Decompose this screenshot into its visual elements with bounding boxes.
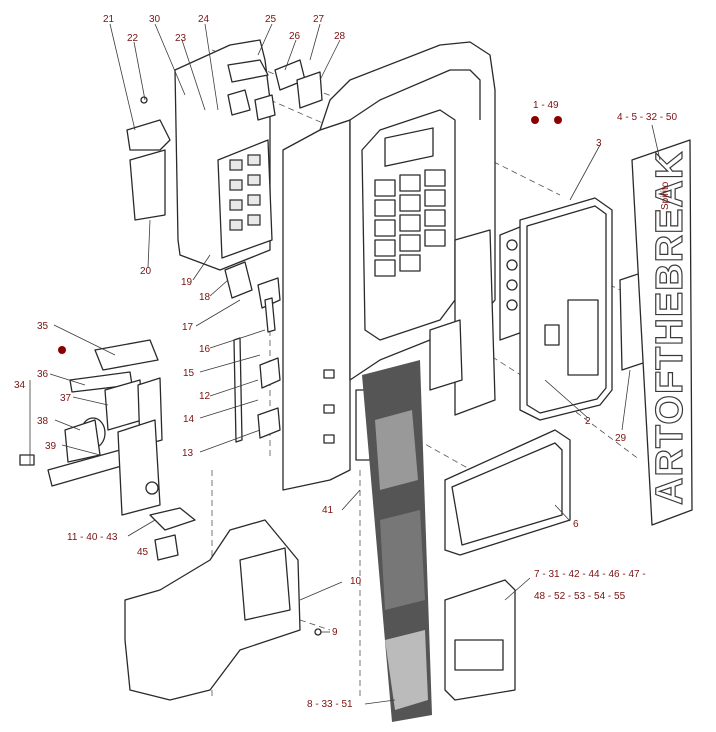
callout-25: 25 (265, 14, 277, 25)
control-board-frame (126, 39, 323, 271)
callout-labels: 21 22 30 23 24 25 26 27 28 1 - 49 3 4 - … (14, 14, 677, 710)
callout-12: 12 (199, 391, 211, 402)
lever-assembly (224, 261, 281, 333)
brand-text: ARTOFTHEBREAK (649, 151, 691, 505)
callout-13: 13 (182, 448, 194, 459)
callout-27: 27 (313, 14, 325, 25)
callout-7-47: 7 - 31 - 42 - 44 - 46 - 47 - (534, 569, 646, 580)
callout-36: 36 (37, 369, 49, 380)
leader-lines (29, 23, 661, 705)
callout-22: 22 (127, 33, 139, 44)
callout-45: 45 (137, 547, 149, 558)
callout-29: 29 (615, 433, 627, 444)
brand-side-panel: ARTOFTHEBREAK Spirito (631, 139, 693, 526)
selection-buttons (374, 169, 446, 277)
callout-10: 10 (350, 576, 362, 587)
callout-41: 41 (322, 505, 334, 516)
callout-2: 2 (585, 416, 591, 427)
callout-19: 19 (181, 277, 193, 288)
coin-mech-assembly (19, 339, 163, 516)
callout-28: 28 (334, 31, 346, 42)
callout-39: 39 (45, 441, 57, 452)
bullets (58, 116, 562, 354)
callout-11-40-43: 11 - 40 - 43 (67, 532, 118, 543)
callout-24: 24 (198, 14, 210, 25)
brand-small-text: Spirito (660, 181, 671, 210)
callout-6: 6 (573, 519, 579, 530)
photo-panel-strip (362, 360, 432, 722)
hinge-parts (233, 337, 281, 443)
callout-26: 26 (289, 31, 301, 42)
callout-48-55: 48 - 52 - 53 - 54 - 55 (534, 591, 626, 602)
callout-30: 30 (149, 14, 161, 25)
base-frame (124, 519, 322, 701)
callout-9: 9 (332, 627, 338, 638)
small-bracket (149, 507, 196, 561)
callout-8-33-51: 8 - 33 - 51 (307, 699, 353, 710)
callout-38: 38 (37, 416, 49, 427)
graphic-card (444, 579, 516, 701)
inner-door-frame (519, 197, 613, 421)
callout-21: 21 (103, 14, 115, 25)
callout-34: 34 (14, 380, 26, 391)
callout-17: 17 (182, 322, 194, 333)
callout-37: 37 (60, 393, 72, 404)
callout-1-49: 1 - 49 (533, 100, 559, 111)
callout-16: 16 (199, 344, 211, 355)
callout-14: 14 (183, 414, 195, 425)
callout-23: 23 (175, 33, 187, 44)
callout-35: 35 (37, 321, 49, 332)
callout-18: 18 (199, 292, 211, 303)
callout-3: 3 (596, 138, 602, 149)
front-door-panel (282, 41, 496, 491)
callout-20: 20 (140, 266, 152, 277)
drip-tray-grill (444, 429, 571, 556)
callout-4-50: 4 - 5 - 32 - 50 (617, 112, 677, 123)
callout-15: 15 (183, 368, 195, 379)
